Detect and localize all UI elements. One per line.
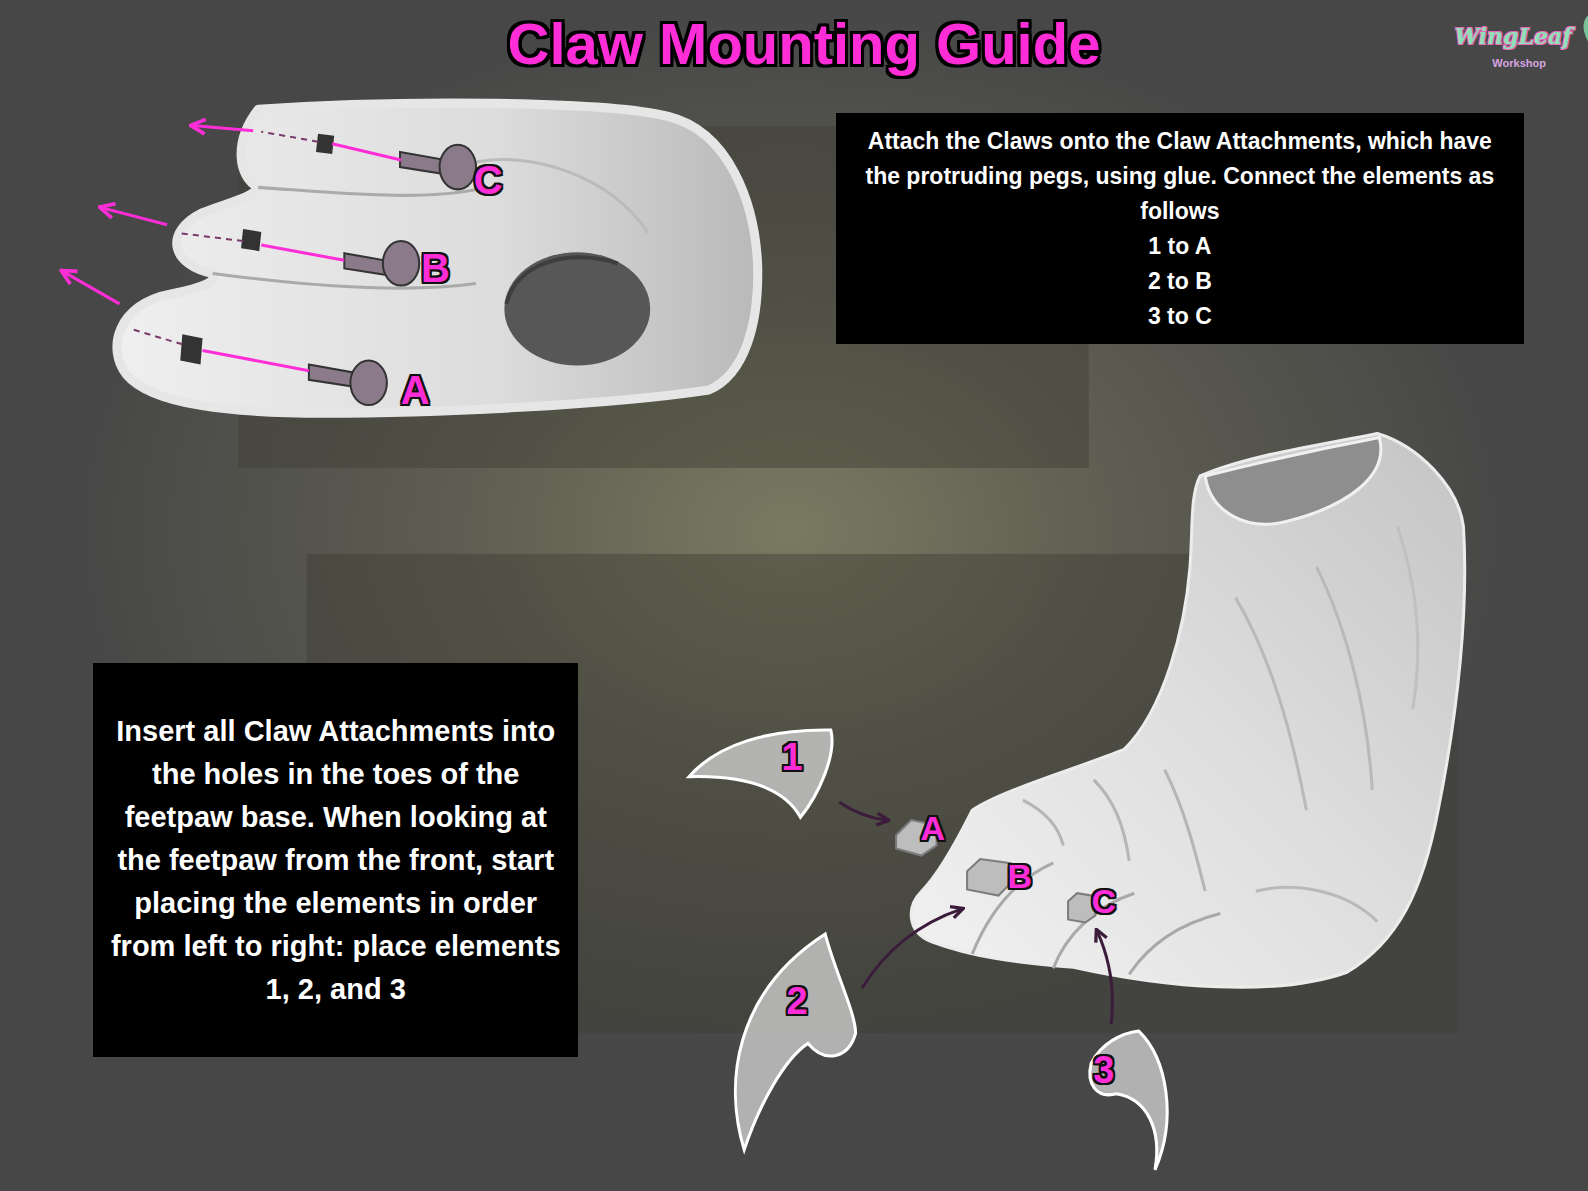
instruction-box: Insert all Claw Attachments into the hol… <box>93 663 578 1057</box>
illustration-part <box>350 361 386 406</box>
illustration-part <box>261 245 344 260</box>
logo-leaf <box>1584 13 1588 41</box>
callout-number: 1 <box>781 738 802 776</box>
claw-attachment: B <box>962 851 1038 907</box>
illustration-part <box>1236 598 1307 811</box>
attachment-letter: A <box>920 811 945 845</box>
illustration-part <box>261 132 318 142</box>
claw-attachment: A <box>891 810 954 857</box>
illustration-part <box>1398 527 1418 709</box>
attachment-letter: B <box>1008 859 1033 893</box>
watermark: WingLeaf <box>1454 25 1571 47</box>
illustration-part <box>383 241 419 286</box>
pairing-line: 3 to C <box>850 299 1511 334</box>
claw-shape <box>729 932 859 1153</box>
instruction-box: Attach the Claws onto the Claw Attachmen… <box>836 113 1525 344</box>
watermark: Workshop <box>1492 57 1546 68</box>
illustration-part <box>117 103 758 413</box>
illustration-part <box>1317 567 1373 790</box>
illustration-part <box>506 258 617 304</box>
claw-piece: 3 <box>1076 1028 1170 1173</box>
connector-arrow <box>1097 931 1113 1024</box>
illustration-part <box>1205 438 1381 525</box>
illustration-part <box>911 433 1464 987</box>
peg-block <box>967 859 1011 895</box>
illustration-part <box>309 365 355 387</box>
claw-piece: 2 <box>729 932 859 1153</box>
illustration-part <box>504 252 650 365</box>
attachment-letter: A <box>401 370 430 410</box>
claw-shape <box>1076 1028 1170 1173</box>
claw-outline <box>1089 1031 1166 1170</box>
callout-number: 3 <box>1093 1051 1114 1089</box>
claw-shape <box>687 724 836 821</box>
illustration-part <box>316 134 334 154</box>
instruction-text: Attach the Claws onto the Claw Attachmen… <box>850 124 1511 229</box>
claw-outline <box>689 730 832 817</box>
illustration-part <box>132 329 183 344</box>
claw-outline <box>736 934 856 1150</box>
connector-arrow <box>862 909 962 988</box>
illustration-part <box>63 271 120 303</box>
attachment-letter: C <box>474 160 503 200</box>
title: Claw Mounting Guide <box>10 12 1588 76</box>
instruction-text: Insert all Claw Attachments into the hol… <box>107 710 564 1011</box>
illustration-part <box>192 126 253 131</box>
paw-top-view <box>63 103 758 413</box>
feetpaw-base <box>911 433 1464 987</box>
claw-piece: 1 <box>687 724 836 821</box>
callout-number: 2 <box>786 982 807 1020</box>
illustration-part <box>177 233 243 241</box>
illustration-part <box>440 145 476 190</box>
illustration-part <box>1129 914 1220 975</box>
illustration-part <box>101 208 167 225</box>
illustration-part <box>1165 770 1206 892</box>
attachment-letter: B <box>421 248 450 288</box>
illustration-part <box>1023 800 1064 846</box>
claw-attachment: C <box>1063 879 1122 927</box>
pairing-line: 2 to B <box>850 264 1511 299</box>
illustration-part <box>1094 780 1129 861</box>
illustration-part <box>1256 887 1378 921</box>
illustration-part <box>203 350 309 370</box>
illustration-part <box>180 334 202 364</box>
attachment-letter: C <box>1092 884 1117 918</box>
illustration-part <box>332 144 401 160</box>
illustration-part <box>241 229 261 251</box>
connector-arrow <box>839 802 887 820</box>
pairing-line: 1 to A <box>850 229 1511 264</box>
